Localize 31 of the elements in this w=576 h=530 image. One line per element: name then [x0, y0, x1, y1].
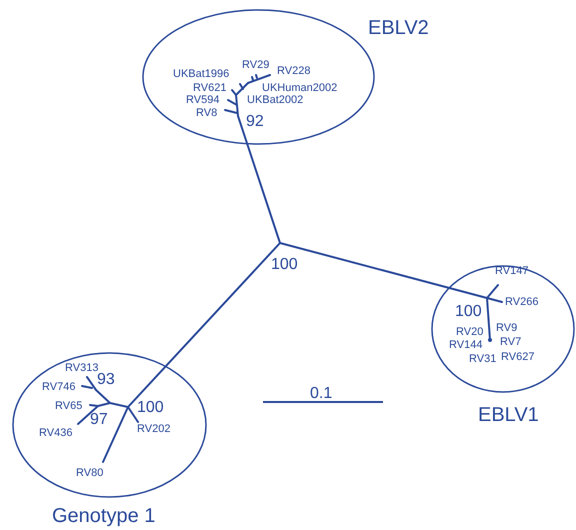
taxon-label: RV9: [496, 323, 518, 334]
taxon-label: RV627: [501, 352, 534, 363]
taxon-label: RV746: [42, 382, 76, 393]
bootstrap-value: 93: [97, 372, 115, 388]
taxon-label: RV266: [505, 297, 538, 308]
clade-name: Genotype 1: [52, 506, 156, 526]
taxon-label: RV29: [242, 60, 270, 71]
taxon-label: RV8: [196, 108, 218, 119]
taxon-label: RV313: [65, 363, 98, 374]
taxon-label: UKHuman2002: [262, 83, 338, 94]
taxon-label: RV594: [186, 95, 220, 106]
taxon-label: RV144: [449, 340, 482, 351]
bootstrap-value: 92: [246, 114, 264, 130]
taxon-label: RV228: [277, 66, 310, 77]
clade-name: EBLV1: [478, 405, 539, 425]
taxon-label: RV7: [500, 337, 522, 348]
taxon-label: RV31: [469, 354, 496, 365]
taxon-label: RV202: [137, 424, 170, 435]
taxon-label: UKBat1996: [173, 69, 230, 80]
taxon-label: RV65: [55, 401, 82, 412]
scale-value: 0.1: [310, 386, 332, 402]
bootstrap-value: 100: [137, 400, 164, 416]
clade-name: EBLV2: [368, 18, 429, 38]
bootstrap-value: 100: [455, 304, 482, 320]
taxon-label: RV80: [76, 468, 104, 479]
taxon-label: UKBat2002: [247, 95, 304, 106]
taxon-label: RV621: [193, 83, 226, 94]
bootstrap-value: 97: [90, 412, 108, 428]
taxon-label: RV20: [456, 327, 484, 338]
bootstrap-value: 100: [271, 257, 298, 273]
taxon-label: RV436: [39, 428, 72, 439]
